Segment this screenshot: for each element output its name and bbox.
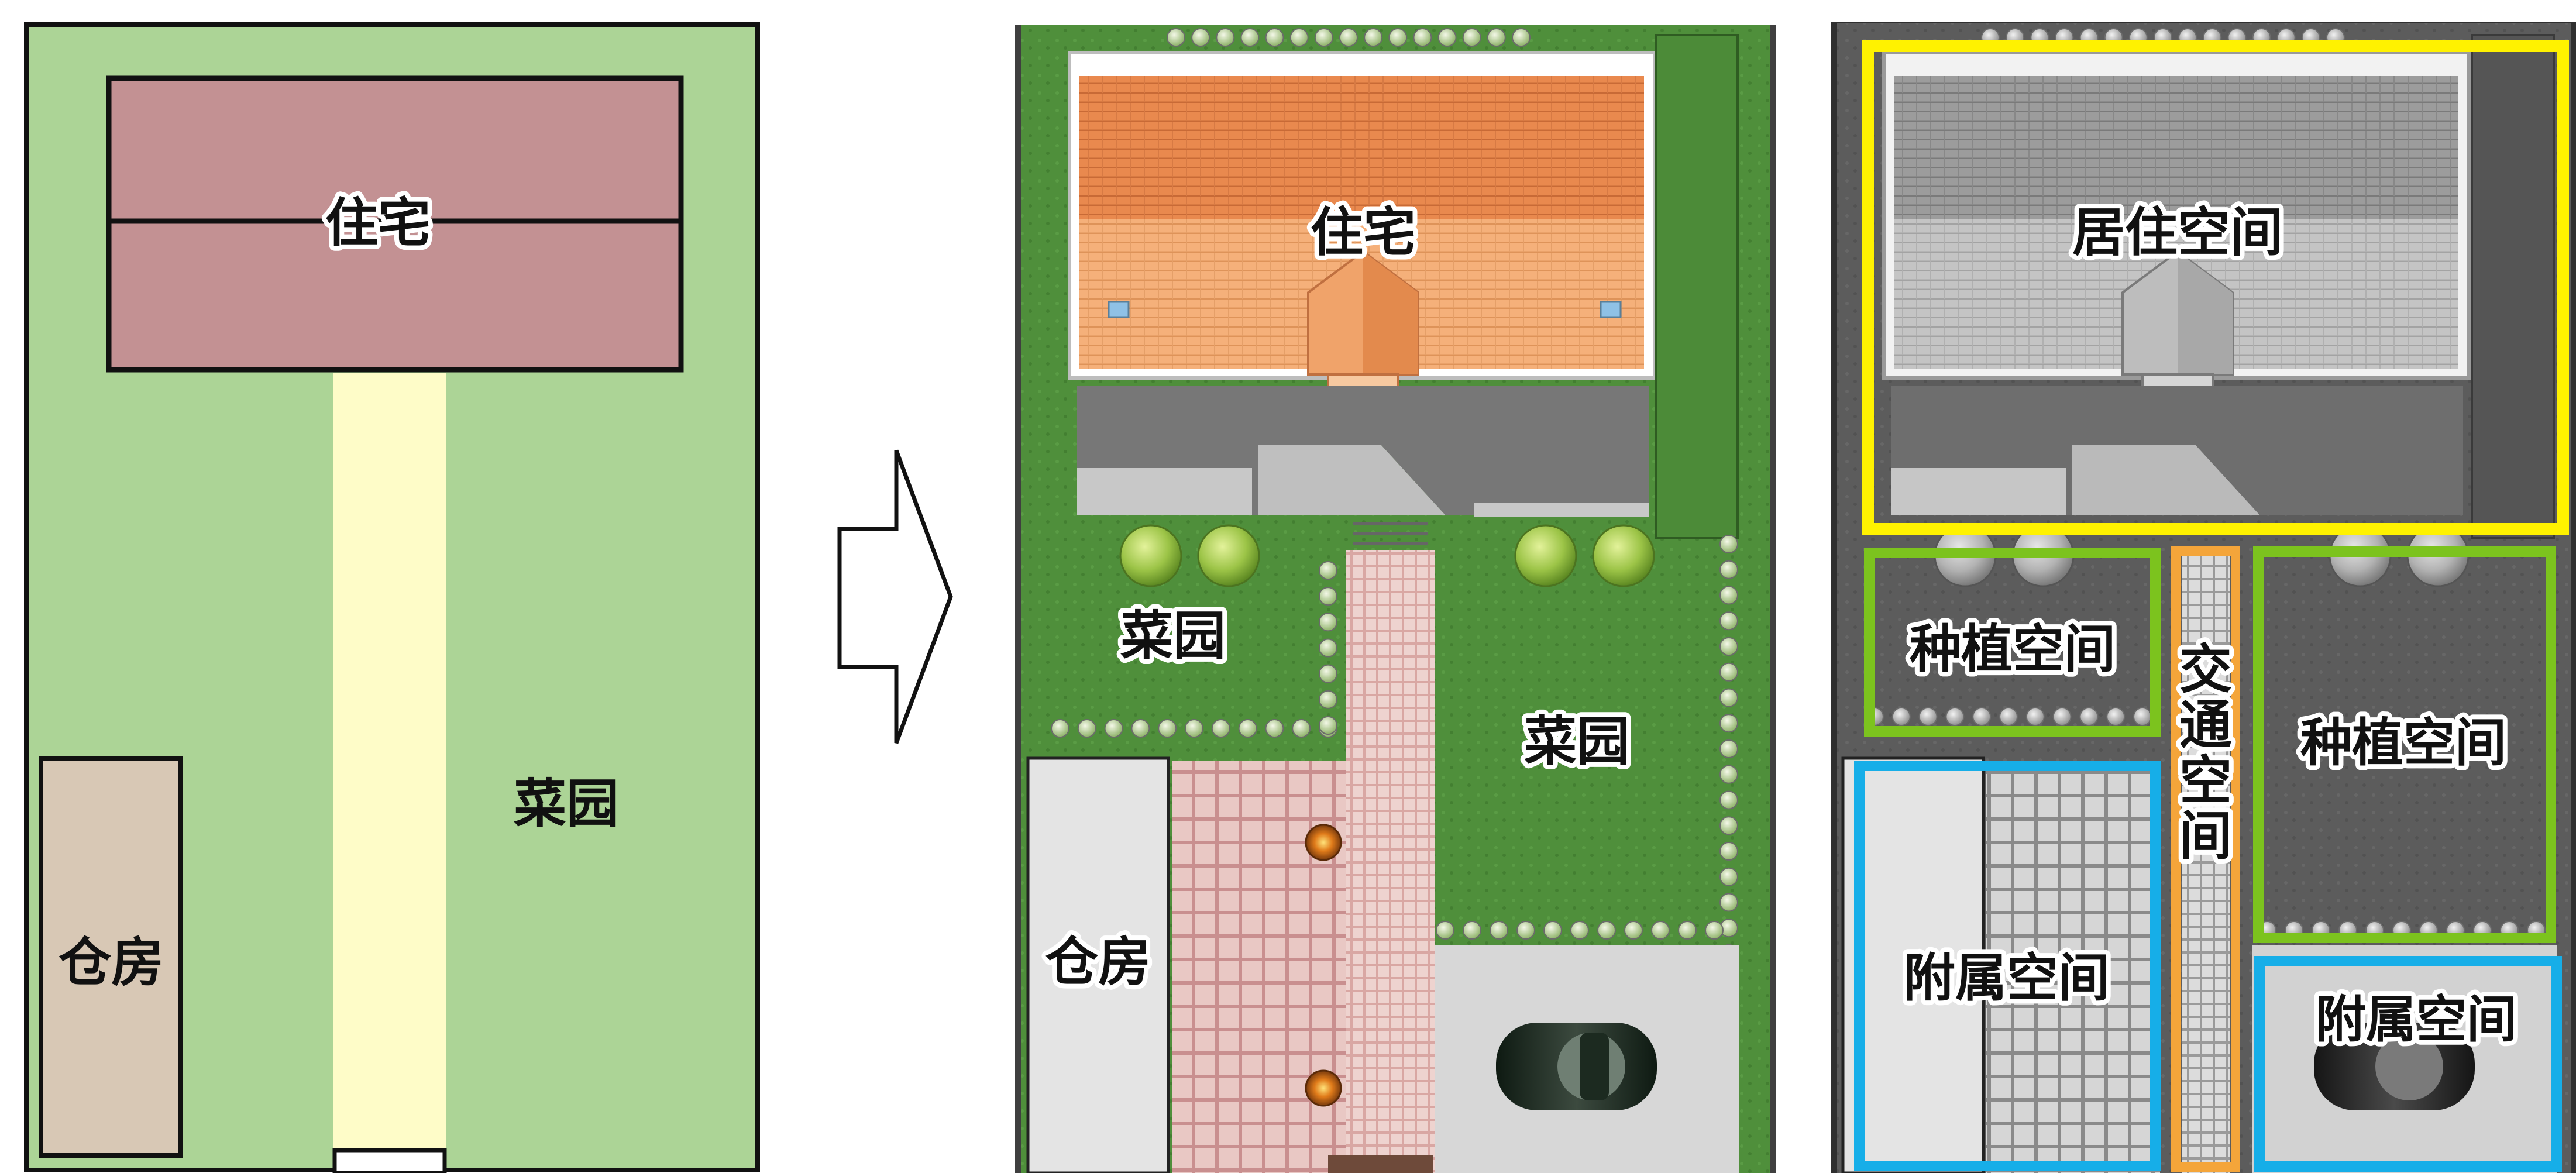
hedge-shrub (1487, 28, 1506, 47)
hedge-shrub (1624, 921, 1643, 940)
hedge-shrub (1292, 719, 1311, 738)
hedge-shrub (1131, 719, 1150, 738)
hedge-shrub (1051, 719, 1069, 738)
rendered-garden-right-label: 菜园 (1524, 711, 1629, 772)
hedge-shrub (1167, 28, 1185, 47)
hedge-shrub (1719, 790, 1738, 810)
hedge-shrub (1216, 28, 1235, 47)
hedge-shrub (1570, 921, 1589, 940)
hedge-shrub-gray (2025, 707, 2045, 726)
rendered-panel: 住宅 菜园 菜园 仓房 (1015, 25, 1776, 1173)
hedge-shrub (1705, 921, 1724, 940)
hedge-shrub (1678, 921, 1697, 940)
hedge-shrub (1158, 719, 1177, 738)
car-icon-gray (2314, 1023, 2475, 1110)
living-zone-frame (1862, 40, 2569, 535)
hedge-shrub (1512, 28, 1531, 47)
hedge-shrub (1462, 28, 1481, 47)
planting-zone-right-frame (2253, 546, 2556, 943)
hedge-shrub (1719, 739, 1738, 758)
hedge-shrub (1388, 28, 1408, 47)
hedge-shrub (1185, 719, 1203, 738)
hedge-shrub (1319, 587, 1337, 606)
rendered-garden-left-label: 菜园 (1120, 606, 1226, 667)
traffic-zone-label: 交通空间 (2179, 639, 2232, 867)
schematic-storage-label: 仓房 (59, 932, 164, 993)
hedge-shrub (1364, 28, 1383, 47)
hedge-shrub (1413, 28, 1432, 47)
hedge-shrub (1543, 921, 1562, 940)
hedge-shrub (1719, 893, 1738, 912)
zoning-panel: 居住空间 种植空间 种植空间 附属空间 附属空间 交通空间 (1831, 22, 2576, 1173)
planting-zone-left-label: 种植空间 (1910, 619, 2116, 679)
hedge-shrub (1719, 611, 1738, 631)
hedge-shrub (1319, 613, 1337, 632)
hedge-shrub (1719, 688, 1738, 707)
hedge-shrub (1265, 719, 1284, 738)
schematic-house (106, 75, 684, 373)
hedge-shrub (1437, 28, 1457, 47)
schematic-panel: 住宅 菜园 仓房 (24, 22, 760, 1173)
hedge-shrub (1238, 719, 1257, 738)
hedge-shrub (1490, 921, 1508, 940)
hedge-shrub (1319, 561, 1337, 580)
hedge-shrub-gray (2106, 707, 2126, 726)
hedge-shrub (1719, 535, 1738, 553)
ancillary-zone-right-label: 附属空间 (2316, 990, 2517, 1049)
hedge-shrub (1211, 719, 1230, 738)
hedge-shrub-gray (1891, 707, 1911, 726)
hedge-shrub (1719, 765, 1738, 784)
schematic-garden-label: 菜园 (514, 773, 619, 835)
hedge-shrub (1463, 921, 1481, 940)
hedge-shrub-gray (1918, 707, 1938, 726)
hedge-shrub (1719, 637, 1738, 656)
hedge-shrub (1651, 921, 1670, 940)
ancillary-zone-left-frame (1854, 761, 2161, 1171)
hedge-shrub (1719, 714, 1738, 733)
hedge-shrub (1719, 662, 1738, 682)
hedge-shrub (1339, 28, 1358, 47)
hedge-shrub-gray (1999, 707, 2018, 726)
traffic-zone-frame (2171, 546, 2240, 1172)
hedge-shrub (1077, 719, 1096, 738)
hedge-shrub (1719, 560, 1738, 579)
hedge-shrub-gray (2133, 707, 2152, 726)
rendered-house-label: 住宅 (1311, 202, 1416, 263)
schematic-storage (39, 756, 183, 1158)
hedge-shrub-gray (1945, 707, 1965, 726)
planting-zone-left-frame (1864, 548, 2161, 737)
hedge-shrub (1319, 638, 1337, 658)
hedge-shrub (1719, 867, 1738, 886)
hedge-shrub (1240, 28, 1260, 47)
schematic-house-label: 住宅 (325, 192, 431, 254)
hedge-shrub (1516, 921, 1535, 940)
schematic-path (333, 373, 446, 1170)
hedge-shrub-gray (1972, 707, 1992, 726)
ancillary-zone-left-label: 附属空间 (1904, 948, 2110, 1008)
hedge-shrub-gray (2052, 707, 2072, 726)
rendered-storage-label: 仓房 (1045, 931, 1151, 993)
hedge-shrub (1319, 690, 1337, 709)
hedge-shrub (1104, 719, 1123, 738)
car-icon (1496, 1023, 1657, 1110)
hedge-shrub (1314, 28, 1333, 47)
hedge-shrub (1719, 842, 1738, 861)
hedge-shrub (1719, 816, 1738, 835)
right-arrow-icon (837, 449, 953, 744)
planting-zone-right-label: 种植空间 (2300, 713, 2506, 773)
schematic-gate (332, 1148, 447, 1173)
hedge-shrub (1597, 921, 1616, 940)
hedge-shrub (1719, 586, 1738, 605)
hedge-shrub (1436, 921, 1454, 940)
hedge-shrub (1319, 716, 1337, 735)
hedge-shrub (1191, 28, 1210, 47)
hedge-shrub-gray (2079, 707, 2099, 726)
hedge-shrub (1289, 28, 1309, 47)
living-zone-label: 居住空间 (2072, 202, 2283, 263)
hedge-shrub (1319, 664, 1337, 683)
hedge-shrub (1265, 28, 1284, 47)
ancillary-zone-right-frame (2254, 956, 2562, 1172)
